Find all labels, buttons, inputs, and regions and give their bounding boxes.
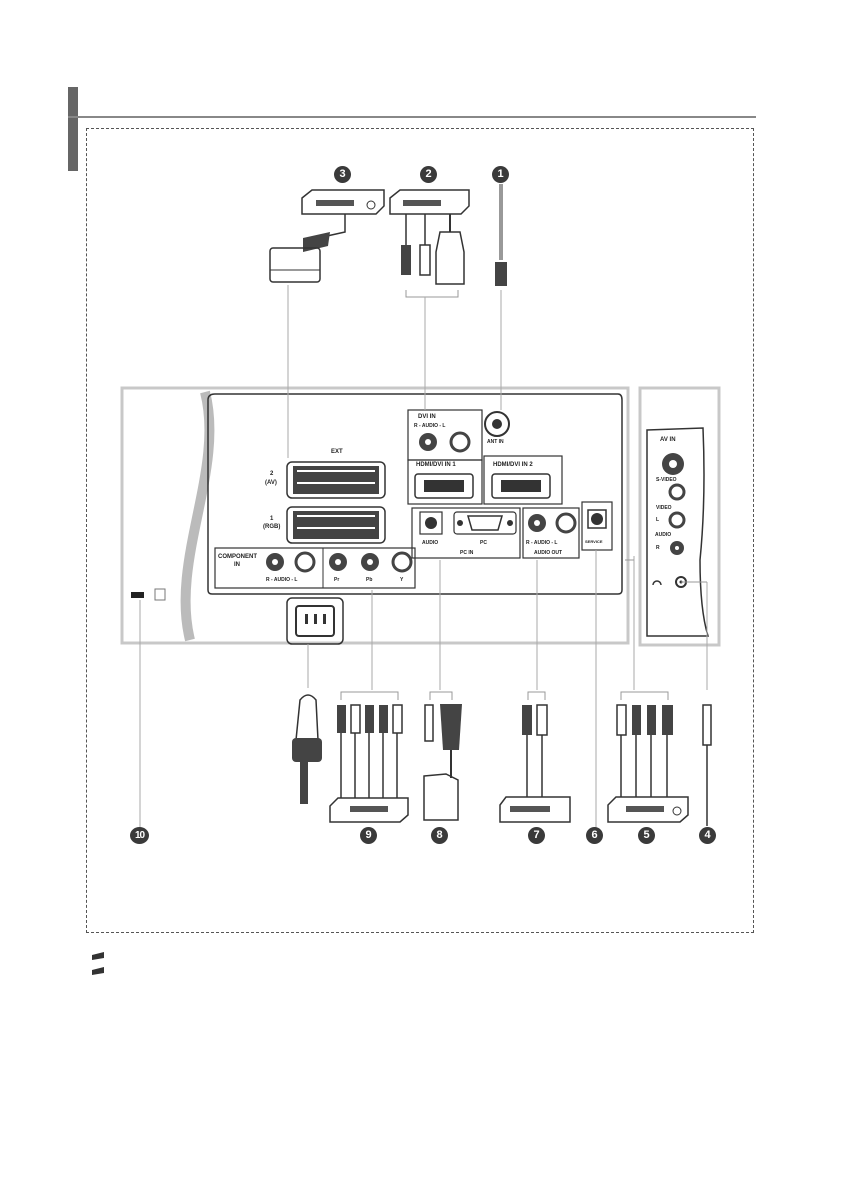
- pc-audio-label: AUDIO: [422, 541, 438, 546]
- callout-3: 3: [334, 166, 351, 183]
- s-video-label: S-VIDEO: [656, 478, 677, 483]
- callout-2: 2: [420, 166, 437, 183]
- callout-9: 9: [360, 827, 377, 844]
- audio-out-label: AUDIO OUT: [534, 551, 562, 556]
- callout-10: 10: [130, 827, 149, 844]
- component-in-label-2: IN: [234, 562, 240, 568]
- component-in-label-1: COMPONENT: [218, 554, 257, 560]
- pr-label: Pr: [334, 578, 339, 583]
- audio-out-rl-label: R - AUDIO - L: [526, 541, 557, 546]
- ext-title: EXT: [331, 449, 343, 455]
- pc-in-label: PC IN: [460, 551, 473, 556]
- ant-in-label: ANT IN: [487, 440, 504, 445]
- ext2-sub: (AV): [265, 480, 277, 486]
- side-r-label: R: [656, 546, 660, 551]
- ext2-label: 2: [270, 471, 273, 477]
- y-label: Y: [400, 578, 403, 583]
- hdmi1-label: HDMI/DVI IN 1: [416, 462, 456, 468]
- callout-1: 1: [492, 166, 509, 183]
- callout-6: 6: [586, 827, 603, 844]
- service-label: SERVICE: [585, 540, 603, 544]
- side-audio-label: AUDIO: [655, 533, 671, 538]
- video-label: VIDEO: [656, 506, 672, 511]
- hdmi2-label: HDMI/DVI IN 2: [493, 462, 533, 468]
- component-audio-label: R - AUDIO - L: [266, 578, 297, 583]
- dvi-in-label: DVI IN: [418, 414, 436, 420]
- ext1-label: 1: [270, 516, 273, 522]
- ext1-sub: (RGB): [263, 524, 280, 530]
- pb-label: Pb: [366, 578, 372, 583]
- callout-4: 4: [699, 827, 716, 844]
- av-in-label: AV IN: [660, 437, 676, 443]
- side-l-label: L: [656, 518, 659, 523]
- pc-label: PC: [480, 541, 487, 546]
- callout-7: 7: [528, 827, 545, 844]
- callout-5: 5: [638, 827, 655, 844]
- dvi-audio-label: R - AUDIO - L: [414, 424, 445, 429]
- callout-8: 8: [431, 827, 448, 844]
